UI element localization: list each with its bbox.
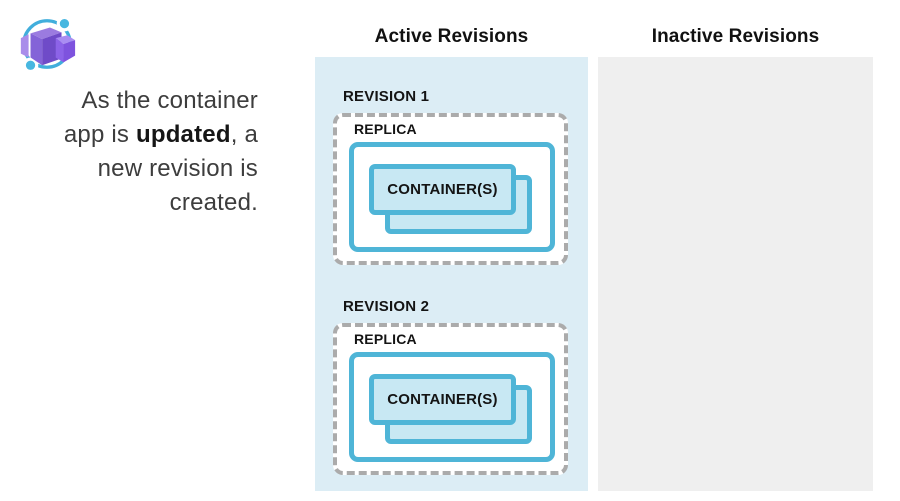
replica-label: REPLICA: [354, 121, 417, 137]
intro-text: As the container app is updated, a new r…: [16, 84, 258, 220]
intro-line-3: new revision is: [97, 155, 258, 182]
revision-1-group: REVISION 1 REPLICA CONTAINER(S): [333, 88, 568, 265]
containers-label: CONTAINER(S): [387, 181, 498, 198]
container-3d-shape: [20, 27, 76, 66]
container-box-front: CONTAINER(S): [369, 164, 516, 215]
revision-1-label: REVISION 1: [343, 88, 430, 105]
revision-2-label: REVISION 2: [343, 298, 430, 315]
replica-label: REPLICA: [354, 331, 417, 347]
container-box-front: CONTAINER(S): [369, 374, 516, 425]
replica-box: CONTAINER(S): [349, 352, 555, 462]
container-apps-icon: [20, 15, 76, 74]
intro-line-1: As the container: [81, 87, 258, 114]
orbit-dot-top: [56, 15, 73, 32]
intro-line-4: created.: [169, 189, 258, 216]
replica-box: CONTAINER(S): [349, 142, 555, 252]
active-revisions-header: Active Revisions: [374, 26, 529, 47]
revision-2-boundary-box: REPLICA CONTAINER(S): [333, 323, 568, 475]
inactive-revisions-header: Inactive Revisions: [651, 26, 820, 47]
inactive-revisions-column: [598, 57, 873, 491]
revision-2-group: REVISION 2 REPLICA CONTAINER(S): [333, 298, 568, 475]
containers-label: CONTAINER(S): [387, 391, 498, 408]
active-revisions-column: REVISION 1 REPLICA CONTAINER(S) REVISION…: [315, 57, 588, 491]
intro-line-2: app is updated, a: [63, 121, 258, 148]
orbit-dot-bottom: [22, 57, 39, 74]
intro-bold-updated: updated: [135, 121, 231, 148]
revision-1-boundary-box: REPLICA CONTAINER(S): [333, 113, 568, 265]
